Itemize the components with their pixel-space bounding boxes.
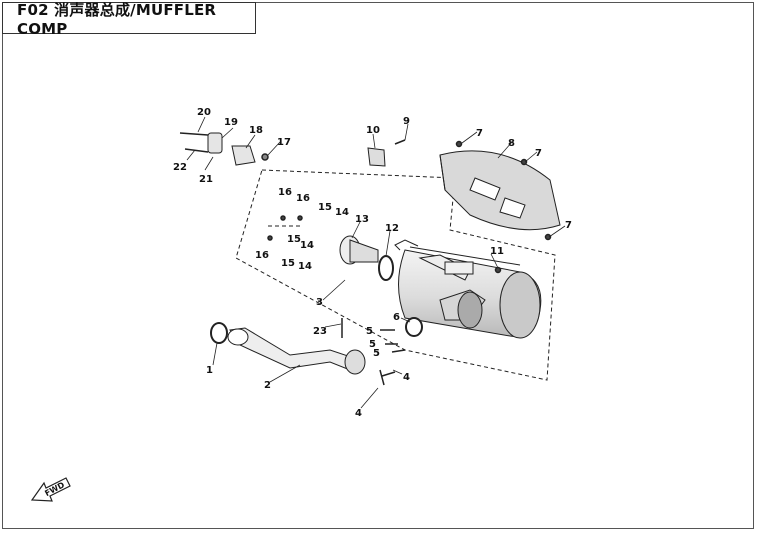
callout-16b: 16 xyxy=(296,193,310,204)
callout-5c: 5 xyxy=(373,348,380,359)
callout-19: 19 xyxy=(224,117,238,128)
gasket-ring-6 xyxy=(405,317,423,337)
callout-16a: 16 xyxy=(278,187,292,198)
callout-8: 8 xyxy=(508,138,515,149)
callout-5b: 5 xyxy=(369,339,376,350)
callout-15a: 15 xyxy=(318,202,332,213)
callout-20: 20 xyxy=(197,107,211,118)
fasteners xyxy=(179,132,552,386)
mount-bushings xyxy=(207,132,256,166)
callout-15c: 15 xyxy=(281,258,295,269)
fwd-arrow-icon: FWD xyxy=(30,477,71,502)
inlet-pipe xyxy=(339,235,379,265)
callout-7b: 7 xyxy=(535,148,542,159)
page-title-text: F02 消声器总成/MUFFLER COMP xyxy=(17,0,217,38)
callout-21: 21 xyxy=(199,174,213,185)
fwd-label: FWD xyxy=(43,480,66,498)
callout-7c: 7 xyxy=(565,220,572,231)
callout-15b: 15 xyxy=(287,234,301,245)
callout-6: 6 xyxy=(393,312,400,323)
heat-shield xyxy=(439,150,561,231)
callout-22: 22 xyxy=(173,162,187,173)
bracket xyxy=(367,147,386,167)
muffler-body xyxy=(394,239,542,339)
callout-12: 12 xyxy=(385,223,399,234)
callout-10: 10 xyxy=(366,125,380,136)
clamp-ring xyxy=(378,255,394,281)
exhaust-header-pipe xyxy=(227,327,366,375)
callout-3: 3 xyxy=(316,297,323,308)
callout-4b: 4 xyxy=(355,408,362,419)
callout-18: 18 xyxy=(249,125,263,136)
callout-labels: 20 19 18 17 22 21 10 9 7 8 7 7 16 16 15 … xyxy=(173,107,572,419)
callout-4a: 4 xyxy=(403,372,410,383)
leader-lines xyxy=(186,116,566,409)
callout-17: 17 xyxy=(277,137,291,148)
assembly-outline xyxy=(235,169,556,381)
callout-2: 2 xyxy=(264,380,271,391)
callout-13: 13 xyxy=(355,214,369,225)
callout-14a: 14 xyxy=(335,207,349,218)
callout-11: 11 xyxy=(490,246,504,257)
callout-7a: 7 xyxy=(476,128,483,139)
callout-1: 1 xyxy=(206,365,213,376)
callout-16c: 16 xyxy=(255,250,269,261)
callout-9: 9 xyxy=(403,116,410,127)
callout-14b: 14 xyxy=(300,240,314,251)
callout-14c: 14 xyxy=(298,261,312,272)
gasket-ring xyxy=(210,322,228,344)
callout-5a: 5 xyxy=(366,326,373,337)
page-title: F02 消声器总成/MUFFLER COMP xyxy=(2,1,256,38)
callout-23: 23 xyxy=(313,326,327,337)
